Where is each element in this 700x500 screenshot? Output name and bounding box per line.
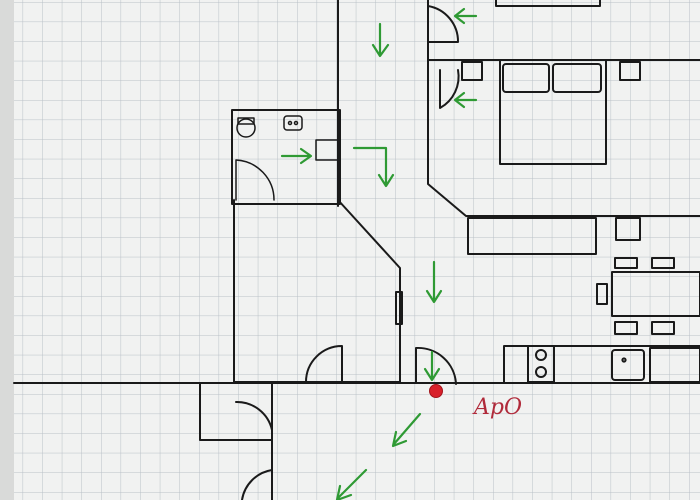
- cabinet-right: [649, 347, 700, 383]
- left-edge-shadow: [0, 0, 14, 500]
- lower-door-swing-1: [235, 400, 273, 431]
- sofa-icon: [467, 217, 597, 255]
- direction-arrow-icon: [280, 147, 313, 165]
- wall-heater: [395, 291, 403, 325]
- entry-door-swing: [415, 346, 457, 385]
- bathroom-outline: [231, 109, 341, 205]
- direction-arrow-icon: [335, 468, 368, 500]
- direction-arrow-icon: [453, 91, 478, 109]
- wardrobe-top: [495, 0, 601, 7]
- toilet-icon: [236, 117, 256, 138]
- direction-arrow-icon: [391, 412, 422, 448]
- direction-arrow-icon: [453, 7, 478, 25]
- direction-arrow-icon: [371, 22, 390, 58]
- stove-icon: [527, 345, 555, 383]
- graph-grid: [14, 0, 700, 500]
- shower-wall: [315, 139, 341, 161]
- direction-arrow-icon: [425, 260, 443, 304]
- location-marker-icon: [429, 384, 443, 398]
- lower-door-swing-2: [241, 469, 273, 500]
- bathroom-door-swing: [235, 159, 275, 201]
- nightstand-left: [461, 61, 483, 81]
- nightstand-right: [619, 61, 641, 81]
- direction-arrow-icon: [423, 350, 441, 382]
- location-marker-label: ApO: [472, 395, 522, 420]
- sink-icon: [283, 115, 303, 131]
- chair-top: [615, 217, 641, 241]
- direction-arrow-icon: [352, 146, 395, 188]
- bedroom-door-top: [427, 5, 460, 43]
- kitchen-sink-icon: [611, 349, 645, 381]
- bedroom-door-lower: [439, 69, 460, 109]
- corridor-east-wall: [427, 0, 700, 217]
- bed-icon: [499, 59, 607, 165]
- kitchen-counter: [503, 345, 700, 384]
- door-swing-icon: [305, 345, 343, 383]
- dining-table-icon: [596, 257, 700, 335]
